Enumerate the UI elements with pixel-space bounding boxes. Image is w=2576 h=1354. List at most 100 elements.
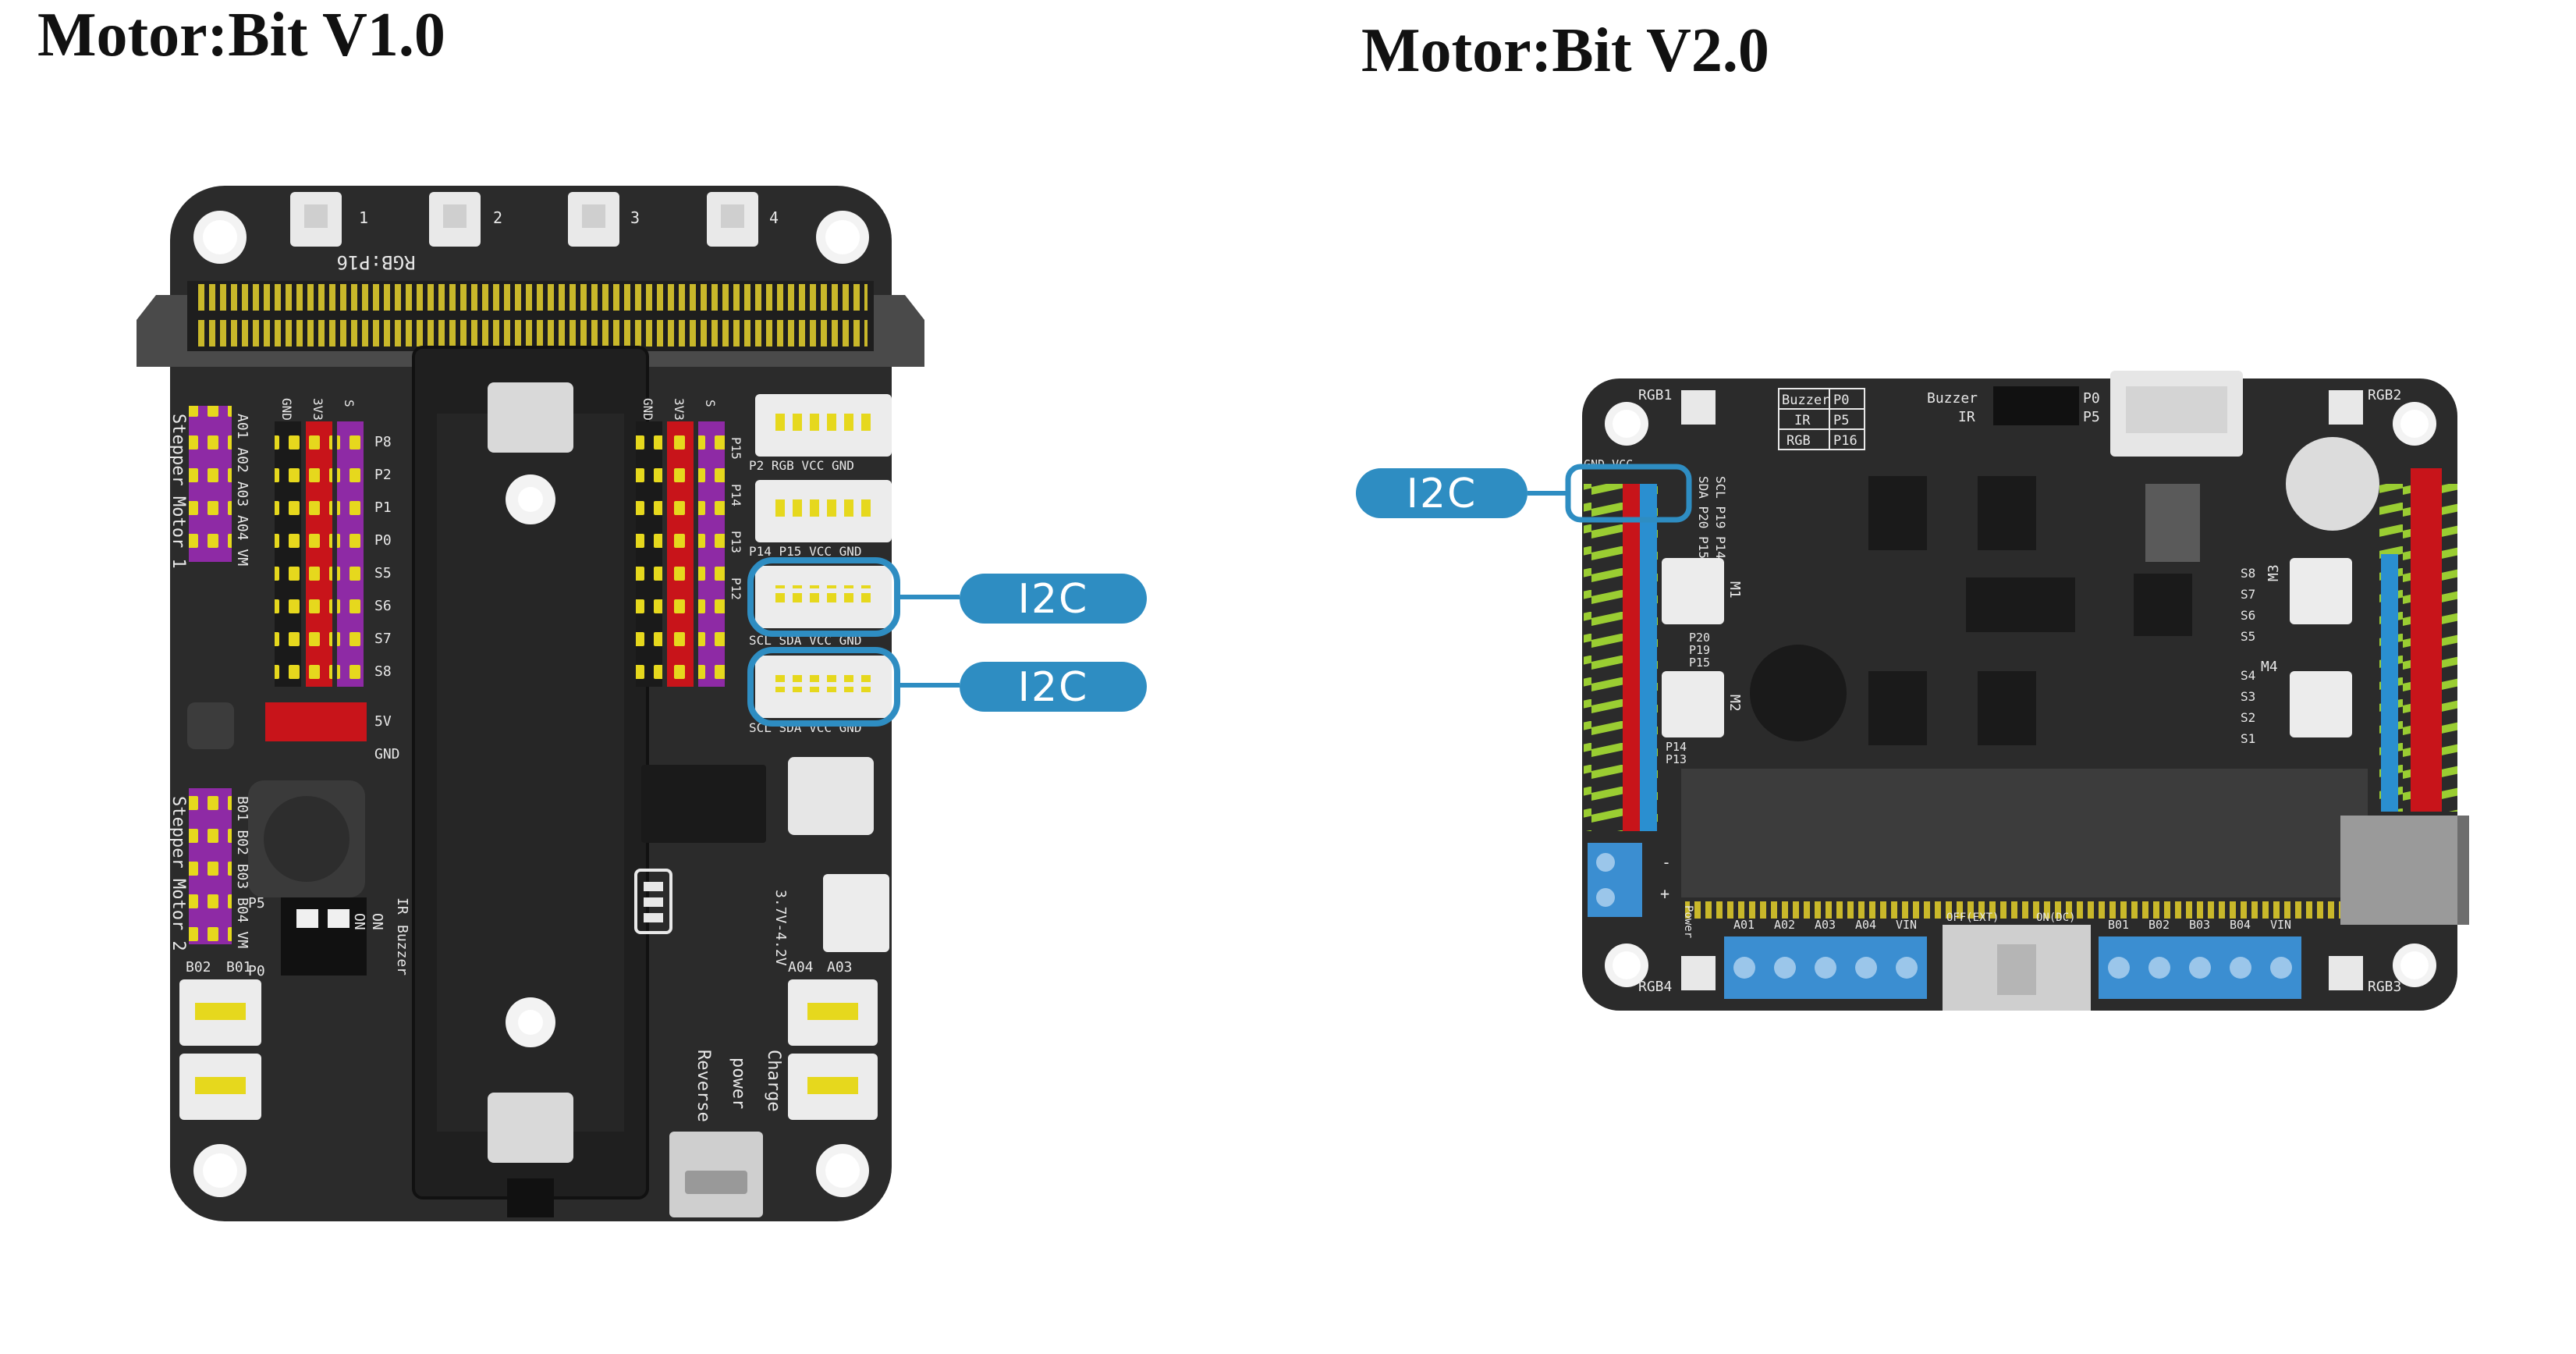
right-connectors-v1 — [755, 394, 892, 718]
rgb2-label: RGB2 — [2368, 387, 2401, 403]
battery-connector — [823, 874, 889, 952]
svg-text:S7: S7 — [2241, 587, 2255, 602]
rgb2-led — [2329, 390, 2363, 425]
polarity-minus: - — [1662, 853, 1671, 872]
title-v1: Motor:Bit V1.0 — [37, 1, 445, 69]
rgb4-led — [1681, 956, 1716, 990]
svg-text:P2: P2 — [374, 467, 392, 483]
conn-a04: A04 — [788, 959, 814, 976]
svg-text:P13: P13 — [729, 531, 743, 553]
led-power: power — [729, 1057, 748, 1109]
m4-label: M4 — [2261, 659, 2278, 675]
callout-v1-bottom: I2C — [747, 647, 1147, 727]
svg-text:I2C: I2C — [1018, 664, 1089, 711]
svg-text:S4: S4 — [2241, 668, 2255, 683]
svg-text:VIN: VIN — [1896, 918, 1917, 932]
m3-label: M3 — [2266, 564, 2282, 581]
p5-label: P5 — [2083, 409, 2100, 425]
callout-v2: I2C — [1356, 464, 1692, 523]
conn-b02: B02 — [186, 959, 211, 976]
svg-text:S6: S6 — [374, 598, 392, 614]
led-num-4: 4 — [769, 208, 779, 227]
left-header-v2 — [1584, 484, 1658, 831]
connector-v1-small — [788, 757, 874, 835]
rgb3-led — [2329, 956, 2363, 990]
scl-label: SCL P19 P14 — [1713, 476, 1728, 559]
bottom-right-connectors — [788, 979, 878, 1120]
chip-b — [1978, 476, 2036, 550]
board-v2: RGB1 RGB2 RGB3 RGB4 Buzzer P0 IR P5 RGB … — [1582, 371, 2469, 1011]
svg-text:I2C: I2C — [1018, 576, 1089, 623]
hdr-gnd: GND — [279, 398, 294, 421]
a-pins-label: A01 A02 A03 A04 VM — [234, 414, 250, 566]
hdr-3v3: 3V3 — [310, 398, 325, 421]
inductor-v2 — [1750, 645, 1847, 741]
svg-text:Buzzer: Buzzer — [1782, 393, 1829, 408]
svg-text:P12: P12 — [729, 577, 743, 600]
stepper1-label: Stepper Motor 1 — [169, 414, 188, 569]
svg-text:B03: B03 — [2189, 918, 2210, 932]
m4-connector — [2290, 671, 2352, 737]
microbit-slot-v2 — [1681, 769, 2368, 897]
svg-text:S5: S5 — [2241, 629, 2255, 644]
svg-text:P14: P14 — [1666, 740, 1687, 754]
p-pin-labels-v2: P20 P19 P15 P14 P13 — [1666, 631, 1710, 766]
sw-ir: IR — [394, 897, 410, 915]
svg-text:S8: S8 — [374, 663, 392, 680]
board-v1: RGB:P16 1 2 3 4 — [137, 186, 924, 1221]
m2-label: M2 — [1726, 695, 1743, 712]
svg-text:B02: B02 — [2148, 918, 2170, 932]
svg-text:P0: P0 — [374, 532, 392, 549]
power-label: Power — [1682, 905, 1694, 938]
ir-label: IR — [1958, 409, 1975, 425]
switch-on-label: ON(DC) — [2036, 912, 2076, 924]
rgb-label-v1: RGB:P16 — [336, 251, 415, 273]
svg-text:IR: IR — [1794, 413, 1811, 428]
conn-b01: B01 — [226, 959, 252, 976]
svg-text:P13: P13 — [1666, 752, 1687, 766]
svg-text:A02: A02 — [1774, 918, 1795, 932]
conn-label-1: P2 RGB VCC GND — [749, 458, 854, 473]
rgb3-label: RGB3 — [2368, 979, 2401, 995]
sw-p0: P0 — [248, 963, 265, 979]
svg-text:P8: P8 — [374, 434, 392, 450]
buzzer-v2 — [2286, 437, 2379, 531]
svg-text:I2C: I2C — [1407, 471, 1478, 517]
component-v1 — [187, 702, 234, 749]
svg-text:P1: P1 — [374, 499, 392, 516]
chip-a — [1868, 476, 1927, 550]
callout-v1-top: I2C — [747, 557, 1147, 637]
microbit-edge-slot — [137, 281, 924, 367]
battery-voltage-label: 3.7V-4.2V — [772, 890, 789, 966]
svg-text:S3: S3 — [2241, 689, 2255, 704]
right-pin-labels: P15 P14 P13 P12 — [729, 437, 743, 600]
svg-text:A03: A03 — [1815, 918, 1836, 932]
terminal-b-labels: B01 B02 B03 B04 VIN — [2108, 918, 2291, 932]
b-pins-label: B01 B02 B03 B04 VM — [234, 796, 250, 948]
p0-label: P0 — [2083, 390, 2100, 407]
svg-text:S7: S7 — [374, 631, 392, 647]
svg-text:GND: GND — [374, 746, 400, 762]
battery-icon-v1 — [634, 869, 672, 934]
svg-text:A01: A01 — [1733, 918, 1755, 932]
polarity-plus: + — [1660, 884, 1669, 903]
sw-on1: ON — [369, 913, 385, 930]
svg-text:P19: P19 — [1689, 643, 1710, 657]
right-header-v2 — [2379, 468, 2457, 812]
sw-buzzer: Buzzer — [394, 925, 410, 976]
sda-label: SDA P20 P15 — [1696, 476, 1711, 559]
m1-connector — [1662, 558, 1724, 624]
led-num-3: 3 — [630, 208, 640, 227]
ic-chip-v1 — [641, 765, 766, 843]
mounting-holes-v1 — [193, 211, 869, 1197]
conn-a03: A03 — [827, 959, 853, 976]
svg-text:S2: S2 — [2241, 710, 2255, 725]
svg-text:S6: S6 — [2241, 608, 2255, 623]
driver-chip — [1966, 577, 2075, 632]
terminal-block-b — [2099, 936, 2301, 999]
svg-text:B01: B01 — [2108, 918, 2129, 932]
rgb-led-row — [290, 192, 758, 247]
svg-text:A04: A04 — [1855, 918, 1876, 932]
sw-p5: P5 — [248, 895, 265, 912]
